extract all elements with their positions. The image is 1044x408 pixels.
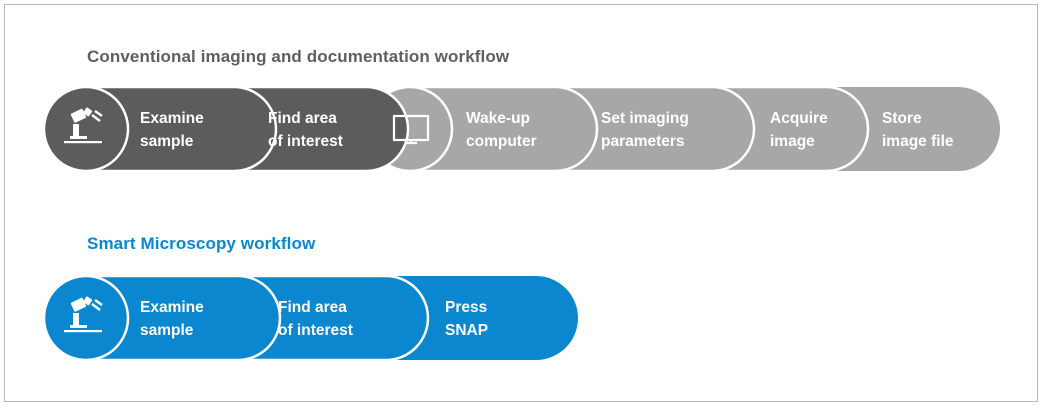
microscope-icon [64, 107, 103, 144]
smart-step-press-snap-label-2: SNAP [445, 322, 488, 339]
conventional-step-find-area-label-1: Find area [268, 110, 337, 127]
conventional-step-set-imaging-parameters-shape [550, 85, 756, 173]
smart-step-press-snap-shape [384, 276, 578, 360]
conventional-step-find-area-shape [228, 85, 410, 173]
conventional-step-store-image-file-shape [822, 87, 1000, 171]
microscope-icon [64, 296, 103, 333]
smart-step-examine-sample-shape [84, 274, 282, 362]
conventional-step-store-image-label-1: Store [882, 110, 922, 127]
smart-step-press-snap-label-1: Press [445, 299, 487, 316]
smart-step-examine-sample-label-2: sample [140, 322, 194, 339]
conventional-step-set-imaging-label-1: Set imaging [601, 110, 689, 127]
conventional-step-examine-sample-shape [84, 85, 278, 173]
monitor-icon [392, 114, 430, 145]
conventional-step-set-imaging-label-2: parameters [601, 133, 685, 150]
smart-step-find-area-label-2: of interest [278, 322, 353, 339]
smart-step-examine-sample-label-1: Examine [140, 299, 204, 316]
conventional-step-store-image-label-2: image file [882, 133, 954, 150]
conventional-step-examine-sample-label-2: sample [140, 133, 194, 150]
conventional-step-wake-up-label-1: Wake-up [466, 110, 530, 127]
smart-step-find-area-shape [234, 274, 430, 362]
conventional-step-find-area-label-2: of interest [268, 133, 343, 150]
conventional-step-acquire-image-label-1: Acquire [770, 110, 828, 127]
conventional-microscope-badge [42, 85, 130, 173]
conventional-step-wake-up-computer-shape [408, 85, 599, 173]
conventional-workflow-title: Conventional imaging and documentation w… [87, 47, 510, 66]
smart-microscope-badge [42, 274, 130, 362]
conventional-step-wake-up-label-2: computer [466, 133, 537, 150]
conventional-step-examine-sample-label-1: Examine [140, 110, 204, 127]
conventional-step-acquire-image-label-2: image [770, 133, 815, 150]
smart-workflow-title: Smart Microscopy workflow [87, 234, 316, 253]
smart-step-find-area-label-1: Find area [278, 299, 347, 316]
